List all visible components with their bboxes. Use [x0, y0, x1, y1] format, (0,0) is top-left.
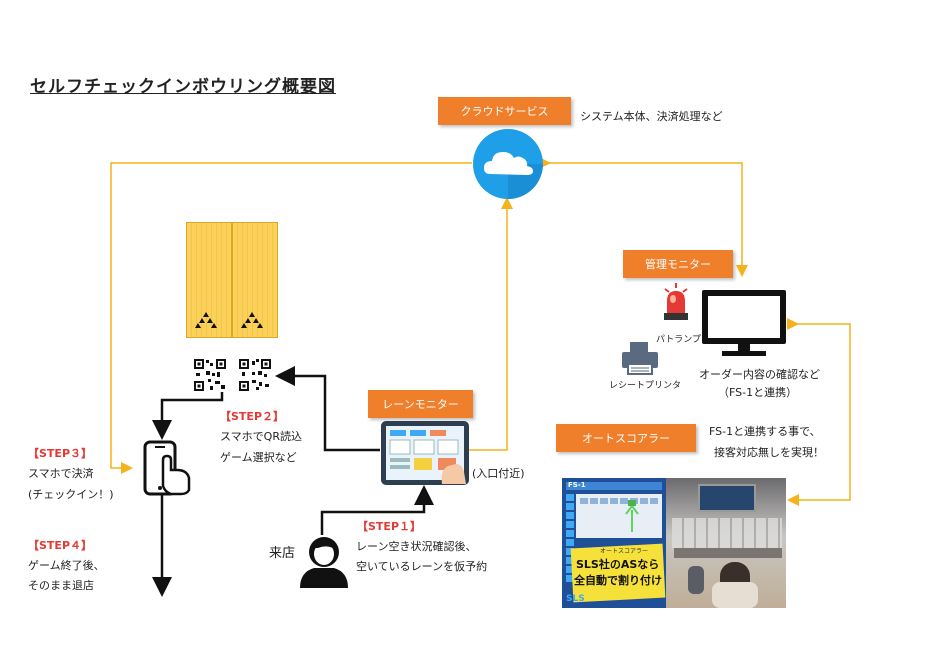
- auto-scorer-desc-1: FS-1と連携する事で、: [709, 425, 821, 438]
- green-up-arrow: [625, 506, 639, 532]
- step1-heading: 【STEP１】: [357, 520, 422, 533]
- tablet-icon: [381, 421, 469, 485]
- cloud-icon: [473, 129, 543, 199]
- qr-code-icon: [238, 358, 272, 392]
- smartphone-icon: [143, 440, 191, 496]
- monitor-to-cloud-line: [468, 197, 513, 451]
- cloud-service-desc: システム本体、決済処理など: [580, 110, 723, 123]
- manager-scorer-line: [787, 318, 851, 506]
- photo-logo: SLS: [566, 594, 585, 604]
- visitor-label: 来店: [269, 546, 296, 561]
- patlamp-icon: [664, 283, 688, 320]
- monitor-to-qr-arrow: [275, 366, 380, 452]
- step3-line1: スマホで決済: [28, 467, 94, 480]
- printer-label: レシートプリンタ: [609, 381, 682, 391]
- page-title: セルフチェックインボウリング概要図: [30, 77, 336, 97]
- auto-scorer-label: オートスコアラー: [556, 424, 696, 452]
- step1-line1: レーン空き状況確認後、: [356, 540, 477, 553]
- manager-monitor-label: 管理モニター: [623, 250, 733, 278]
- lane-monitor-label: レーンモニター: [368, 390, 473, 418]
- step2-heading: 【STEP２】: [220, 410, 285, 423]
- auto-scorer-photo: FS-1 オートスコアラー SLS社のASなら 全自動で割り付け SLS: [562, 478, 786, 608]
- visitor-to-monitor-arrow: [320, 485, 434, 535]
- cloud-service-label: クラウドサービス: [438, 97, 571, 125]
- pins-icon: [195, 312, 263, 328]
- cloud-to-phone-line: [110, 162, 472, 474]
- photo-brand: FS-1: [568, 481, 586, 489]
- cloud-to-monitor-head: [472, 425, 507, 450]
- step4-line1: ゲーム終了後、: [28, 559, 105, 572]
- photo-text-1: SLS社のASなら: [576, 558, 660, 571]
- bowling-lane-left: [186, 222, 232, 338]
- step1-line2: 空いているレーンを仮予約: [356, 560, 488, 573]
- auto-scorer-desc-2: 接客対応無しを実現！: [714, 446, 824, 459]
- step2-line2: ゲーム選択など: [220, 451, 297, 464]
- monitor-icon: [702, 290, 786, 356]
- patlamp-label: パトランプ: [656, 335, 702, 345]
- step3-heading: 【STEP３】: [28, 447, 93, 460]
- qr-code-icon: [193, 358, 227, 392]
- step4-line2: そのまま退店: [28, 579, 94, 592]
- manager-desc-2: （FS-1と連携）: [718, 386, 798, 399]
- photo-text-2: 全自動で割り付け: [574, 574, 662, 587]
- step2-line1: スマホでQR読込: [220, 430, 302, 443]
- manager-desc-1: オーダー内容の確認など: [699, 368, 820, 381]
- bowling-lane-right: [232, 222, 278, 338]
- photo-small-label: オートスコアラー: [600, 548, 649, 555]
- lane-monitor-location: (入口付近): [472, 467, 525, 480]
- visitor-icon: [300, 537, 348, 588]
- cloud-manager-line: [539, 157, 748, 277]
- step4-heading: 【STEP４】: [28, 539, 93, 552]
- printer-icon: [622, 342, 658, 375]
- step3-line2: (チェックイン！): [28, 488, 114, 501]
